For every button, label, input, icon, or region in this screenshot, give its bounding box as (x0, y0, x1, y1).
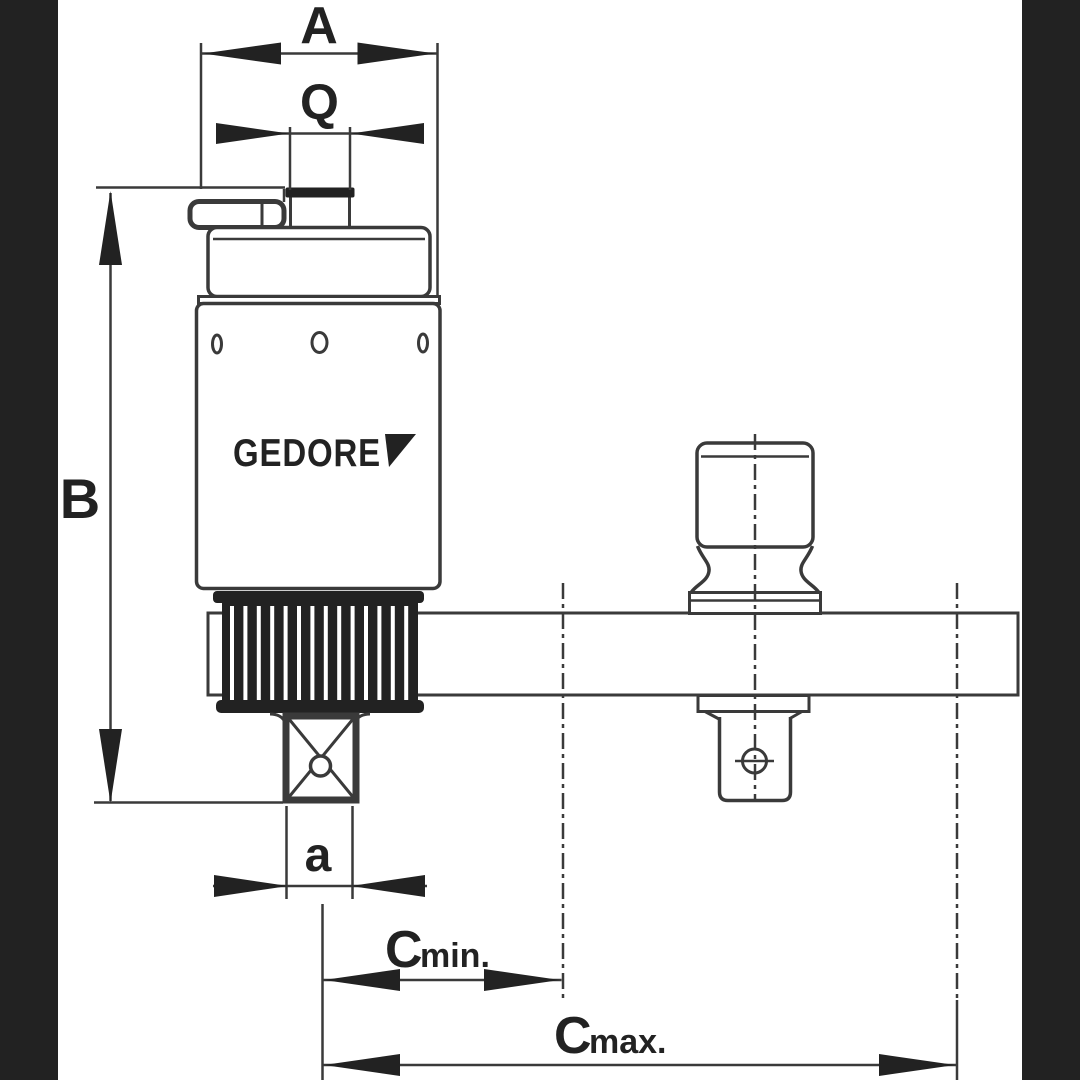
output-square-drive (269, 712, 371, 804)
dimension-B: B (60, 186, 285, 804)
arrow-left-icon (324, 969, 400, 991)
dim-label-a: a (305, 829, 332, 882)
arrow-up-icon (99, 191, 122, 265)
housing-hole-left (211, 333, 223, 355)
gedore-logo-triangle-icon (385, 434, 416, 467)
arrow-left-icon (351, 123, 424, 144)
gedore-logo-text: GEDORE (233, 432, 381, 475)
arrow-left-icon (351, 875, 425, 897)
arrow-right-icon (484, 969, 560, 991)
housing-hole-center (310, 331, 329, 354)
detent-ball (308, 754, 333, 778)
top-cap (206, 225, 432, 299)
dim-label-c-min-sub: min. (420, 937, 490, 975)
arrow-right-icon (214, 875, 288, 897)
torque-multiplier-body: GEDORE (187, 187, 442, 804)
arrow-left-icon (324, 1054, 400, 1076)
arrow-right-icon (879, 1054, 955, 1076)
dimension-Q: Q (216, 74, 424, 190)
arrow-right-icon (216, 123, 289, 144)
knurl-stripes (230, 606, 409, 700)
dim-label-c-max: C (554, 1007, 592, 1065)
dimension-A: A (199, 0, 439, 296)
input-square-drive (285, 187, 355, 228)
main-housing: GEDORE (194, 301, 442, 591)
knurled-ring (213, 591, 424, 713)
arrow-down-icon (99, 729, 122, 803)
dim-label-c-min: C (385, 921, 423, 979)
dim-label-B: B (60, 467, 100, 530)
dimension-a: a (213, 806, 427, 899)
left-letterbox-bar (0, 0, 58, 1080)
dimension-c-min: C min. (321, 904, 562, 1080)
dimension-c-max: C max. (322, 1007, 957, 1076)
centerlines (561, 434, 959, 1080)
right-letterbox-bar (1022, 0, 1080, 1080)
arrow-left-icon (203, 42, 281, 65)
arrow-right-icon (357, 42, 436, 65)
housing-hole-right (417, 332, 429, 354)
dim-label-c-max-sub: max. (589, 1023, 667, 1061)
dim-label-Q: Q (300, 74, 339, 130)
dim-label-A: A (300, 0, 338, 55)
